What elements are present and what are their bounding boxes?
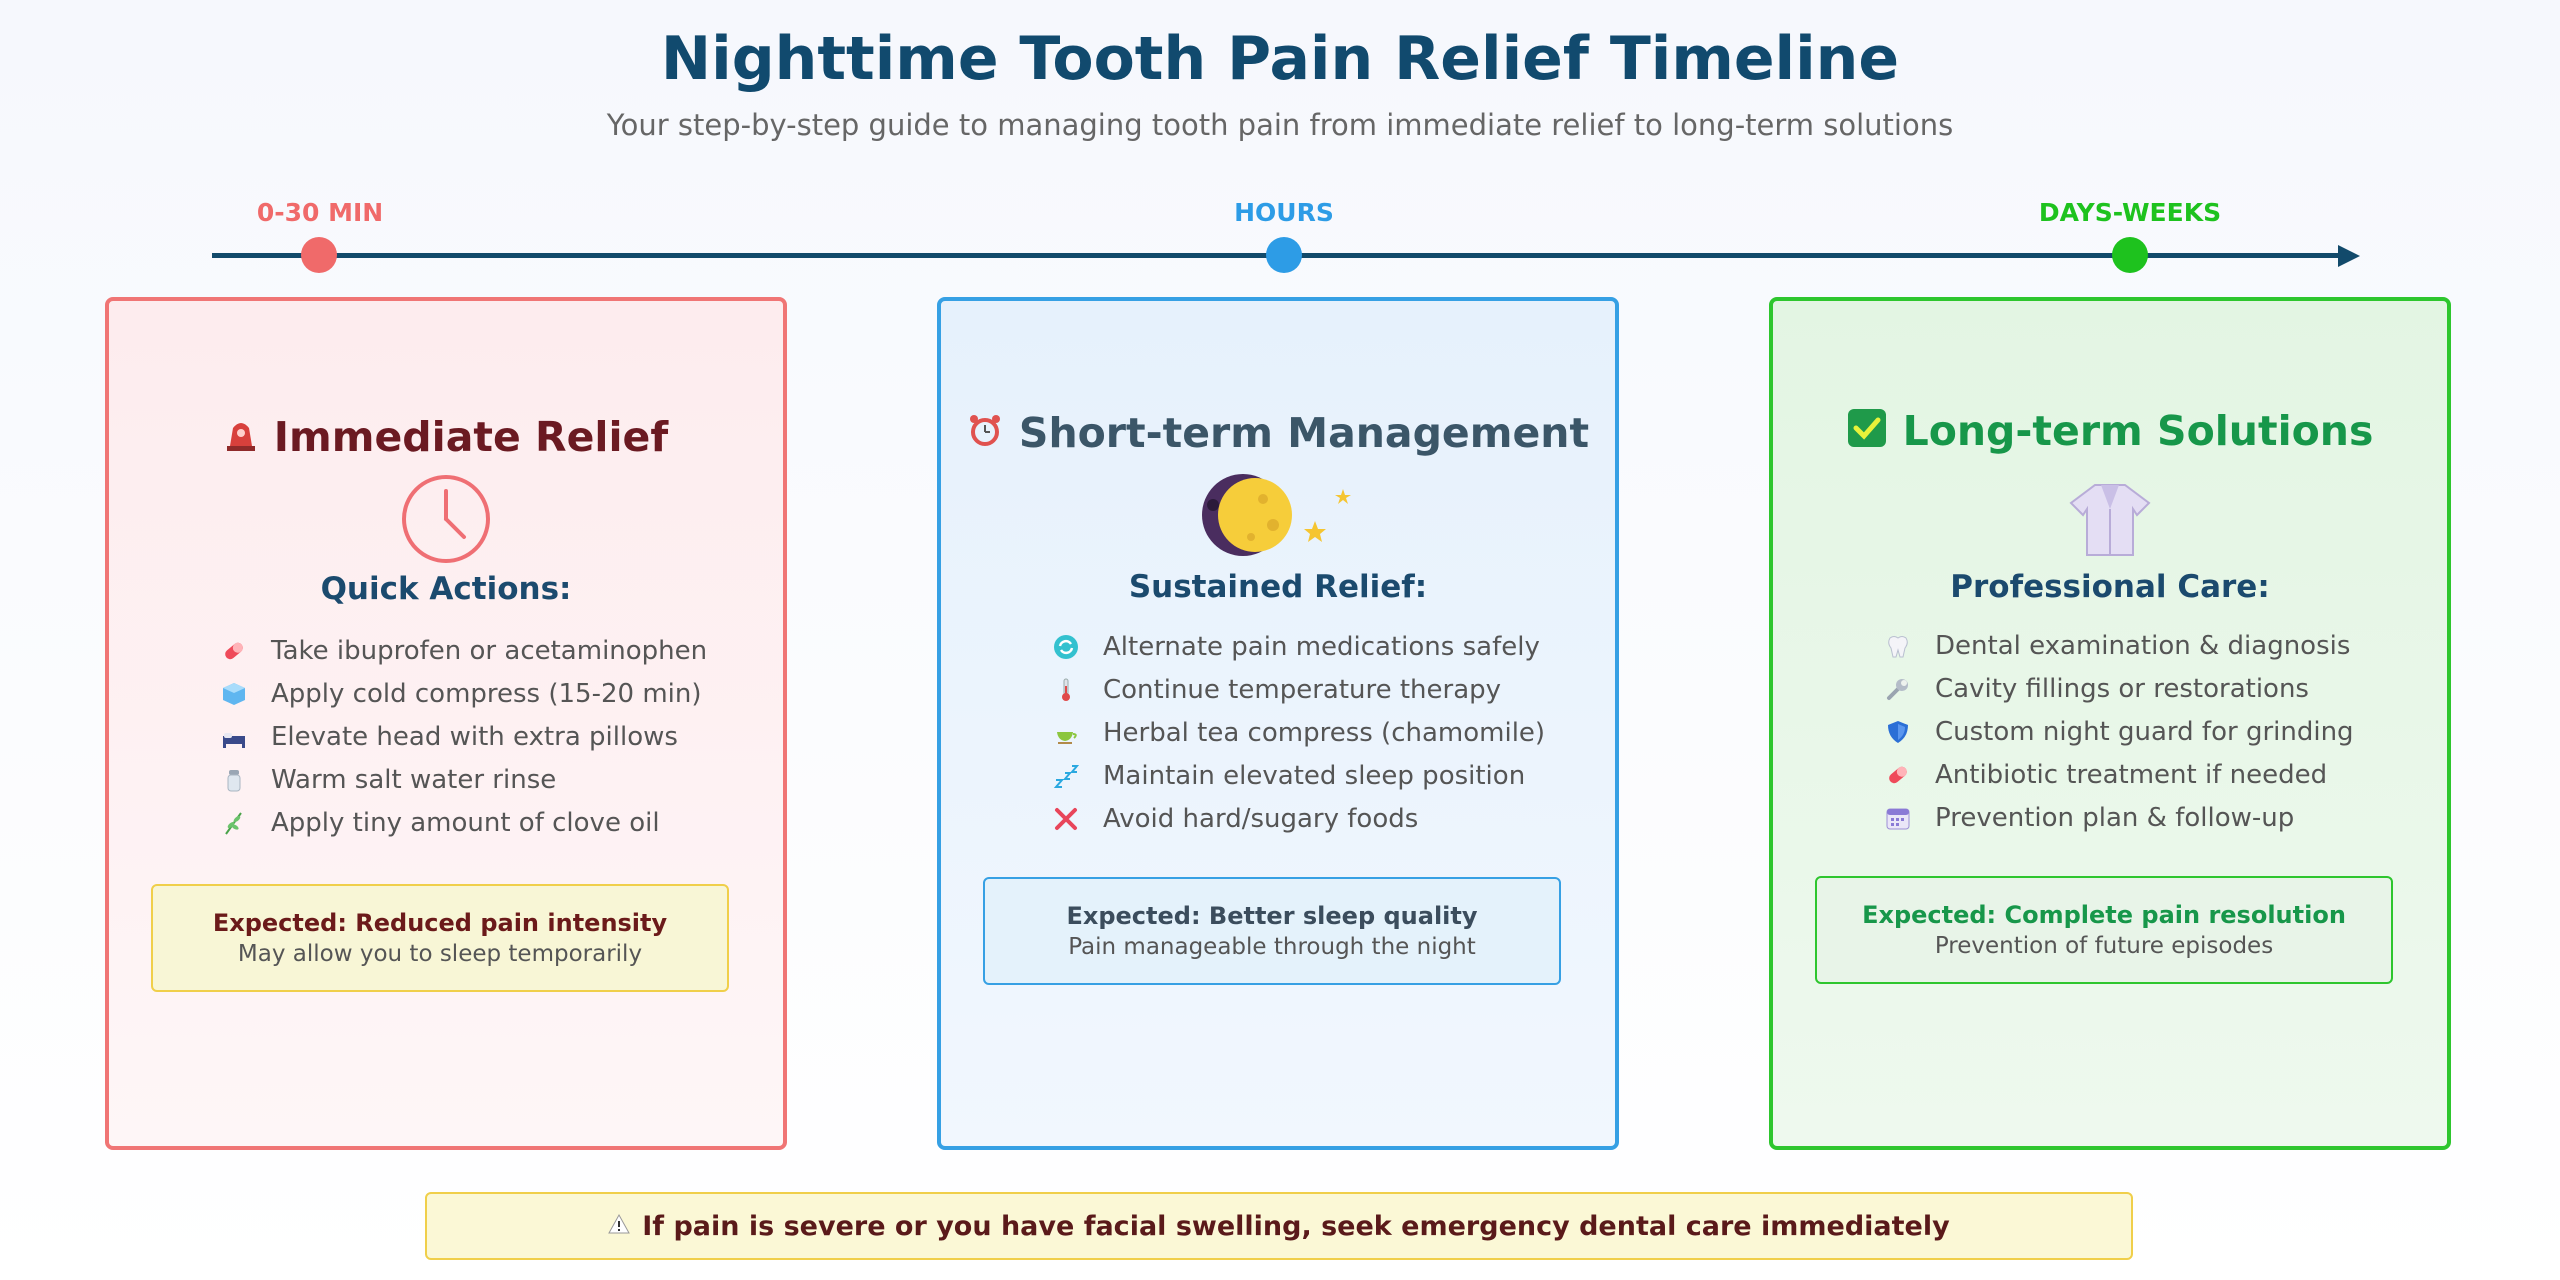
list-item: Elevate head with extra pillows [219, 715, 779, 758]
card-header: Immediate Relief [109, 413, 783, 461]
herb-icon [219, 808, 249, 838]
card-title: Short-term Management [1018, 409, 1590, 457]
salt-shaker-icon [219, 765, 249, 795]
tooth-icon [1883, 631, 1913, 661]
list-item: Herbal tea compress (chamomile) [1051, 711, 1611, 754]
list-item: Custom night guard for grinding [1883, 710, 2443, 753]
expected-result-title: Expected: Complete pain resolution [1862, 901, 2346, 929]
timeline-dot-immediate [301, 237, 337, 273]
list-item: Dental examination & diagnosis [1883, 624, 2443, 667]
alarm-clock-icon [967, 412, 1003, 455]
moon-stars-icon [941, 469, 1615, 561]
list-item: Warm salt water rinse [219, 758, 779, 801]
timeline: 0-30 MIN HOURS DAYS-WEEKS [0, 190, 2560, 273]
list-item: Take ibuprofen or acetaminophen [219, 629, 779, 672]
shield-icon [1883, 717, 1913, 747]
list-item: Cavity fillings or restorations [1883, 667, 2443, 710]
card-short-term-management: Short-term Management Sustained Relief: … [937, 297, 1619, 1150]
lab-coat-icon [1773, 473, 2447, 565]
ice-cube-icon [219, 679, 249, 709]
clock-icon [109, 473, 783, 565]
wrench-icon [1883, 674, 1913, 704]
pill-icon [1883, 760, 1913, 790]
card-title: Long-term Solutions [1902, 407, 2374, 455]
timeline-dot-hours [1266, 237, 1302, 273]
card-header: Long-term Solutions [1773, 407, 2447, 455]
expected-result-title: Expected: Better sleep quality [1066, 902, 1478, 930]
list-item: Continue temperature therapy [1051, 668, 1611, 711]
warning-text: If pain is severe or you have facial swe… [642, 1210, 1950, 1242]
card-subtitle: Sustained Relief: [1128, 569, 1428, 605]
expected-result-desc: May allow you to sleep temporarily [237, 941, 643, 967]
tea-icon [1051, 718, 1081, 748]
bed-icon [219, 722, 249, 752]
cross-mark-icon [1051, 804, 1081, 834]
timeline-dot-days-weeks [2112, 237, 2148, 273]
card-immediate-relief: Immediate Relief Quick Actions: Take ibu… [105, 297, 787, 1150]
action-list: Take ibuprofen or acetaminophen Apply co… [219, 629, 779, 844]
action-list: Alternate pain medications safely Contin… [1051, 625, 1611, 840]
list-item: Apply cold compress (15-20 min) [219, 672, 779, 715]
card-title: Immediate Relief [273, 413, 669, 461]
arrows-cycle-icon [1051, 632, 1081, 662]
timeline-label-immediate: 0-30 MIN [256, 198, 384, 227]
list-item: Avoid hard/sugary foods [1051, 797, 1611, 840]
list-item: Apply tiny amount of clove oil [219, 801, 779, 844]
list-item: Maintain elevated sleep position [1051, 754, 1611, 797]
siren-icon [224, 416, 258, 459]
emergency-warning-banner: If pain is severe or you have facial swe… [425, 1192, 2133, 1260]
zzz-icon [1051, 761, 1081, 791]
timeline-label-hours: HOURS [1234, 198, 1334, 227]
page-title: Nighttime Tooth Pain Relief Timeline [660, 24, 1900, 94]
warning-icon [608, 1213, 631, 1239]
calendar-icon [1883, 803, 1913, 833]
card-header: Short-term Management [941, 409, 1615, 457]
card-subtitle: Quick Actions: [320, 571, 572, 607]
expected-result-box: Expected: Better sleep quality Pain mana… [983, 877, 1561, 985]
expected-result-title: Expected: Reduced pain intensity [212, 909, 668, 937]
list-item: Alternate pain medications safely [1051, 625, 1611, 668]
timeline-arrow-icon [2338, 245, 2360, 267]
expected-result-box: Expected: Reduced pain intensity May all… [151, 884, 729, 992]
list-item: Antibiotic treatment if needed [1883, 753, 2443, 796]
list-item: Prevention plan & follow-up [1883, 796, 2443, 839]
thermometer-icon [1051, 675, 1081, 705]
expected-result-box: Expected: Complete pain resolution Preve… [1815, 876, 2393, 984]
card-long-term-solutions: Long-term Solutions Professional Care: D… [1769, 297, 2451, 1150]
timeline-label-days-weeks: DAYS-WEEKS [2038, 198, 2222, 227]
card-subtitle: Professional Care: [1950, 569, 2270, 605]
action-list: Dental examination & diagnosis Cavity fi… [1883, 624, 2443, 839]
page-subtitle: Your step-by-step guide to managing toot… [606, 108, 1954, 142]
expected-result-desc: Prevention of future episodes [1934, 933, 2274, 959]
expected-result-desc: Pain manageable through the night [1068, 934, 1476, 960]
pill-icon [219, 636, 249, 666]
check-box-icon [1847, 408, 1887, 455]
